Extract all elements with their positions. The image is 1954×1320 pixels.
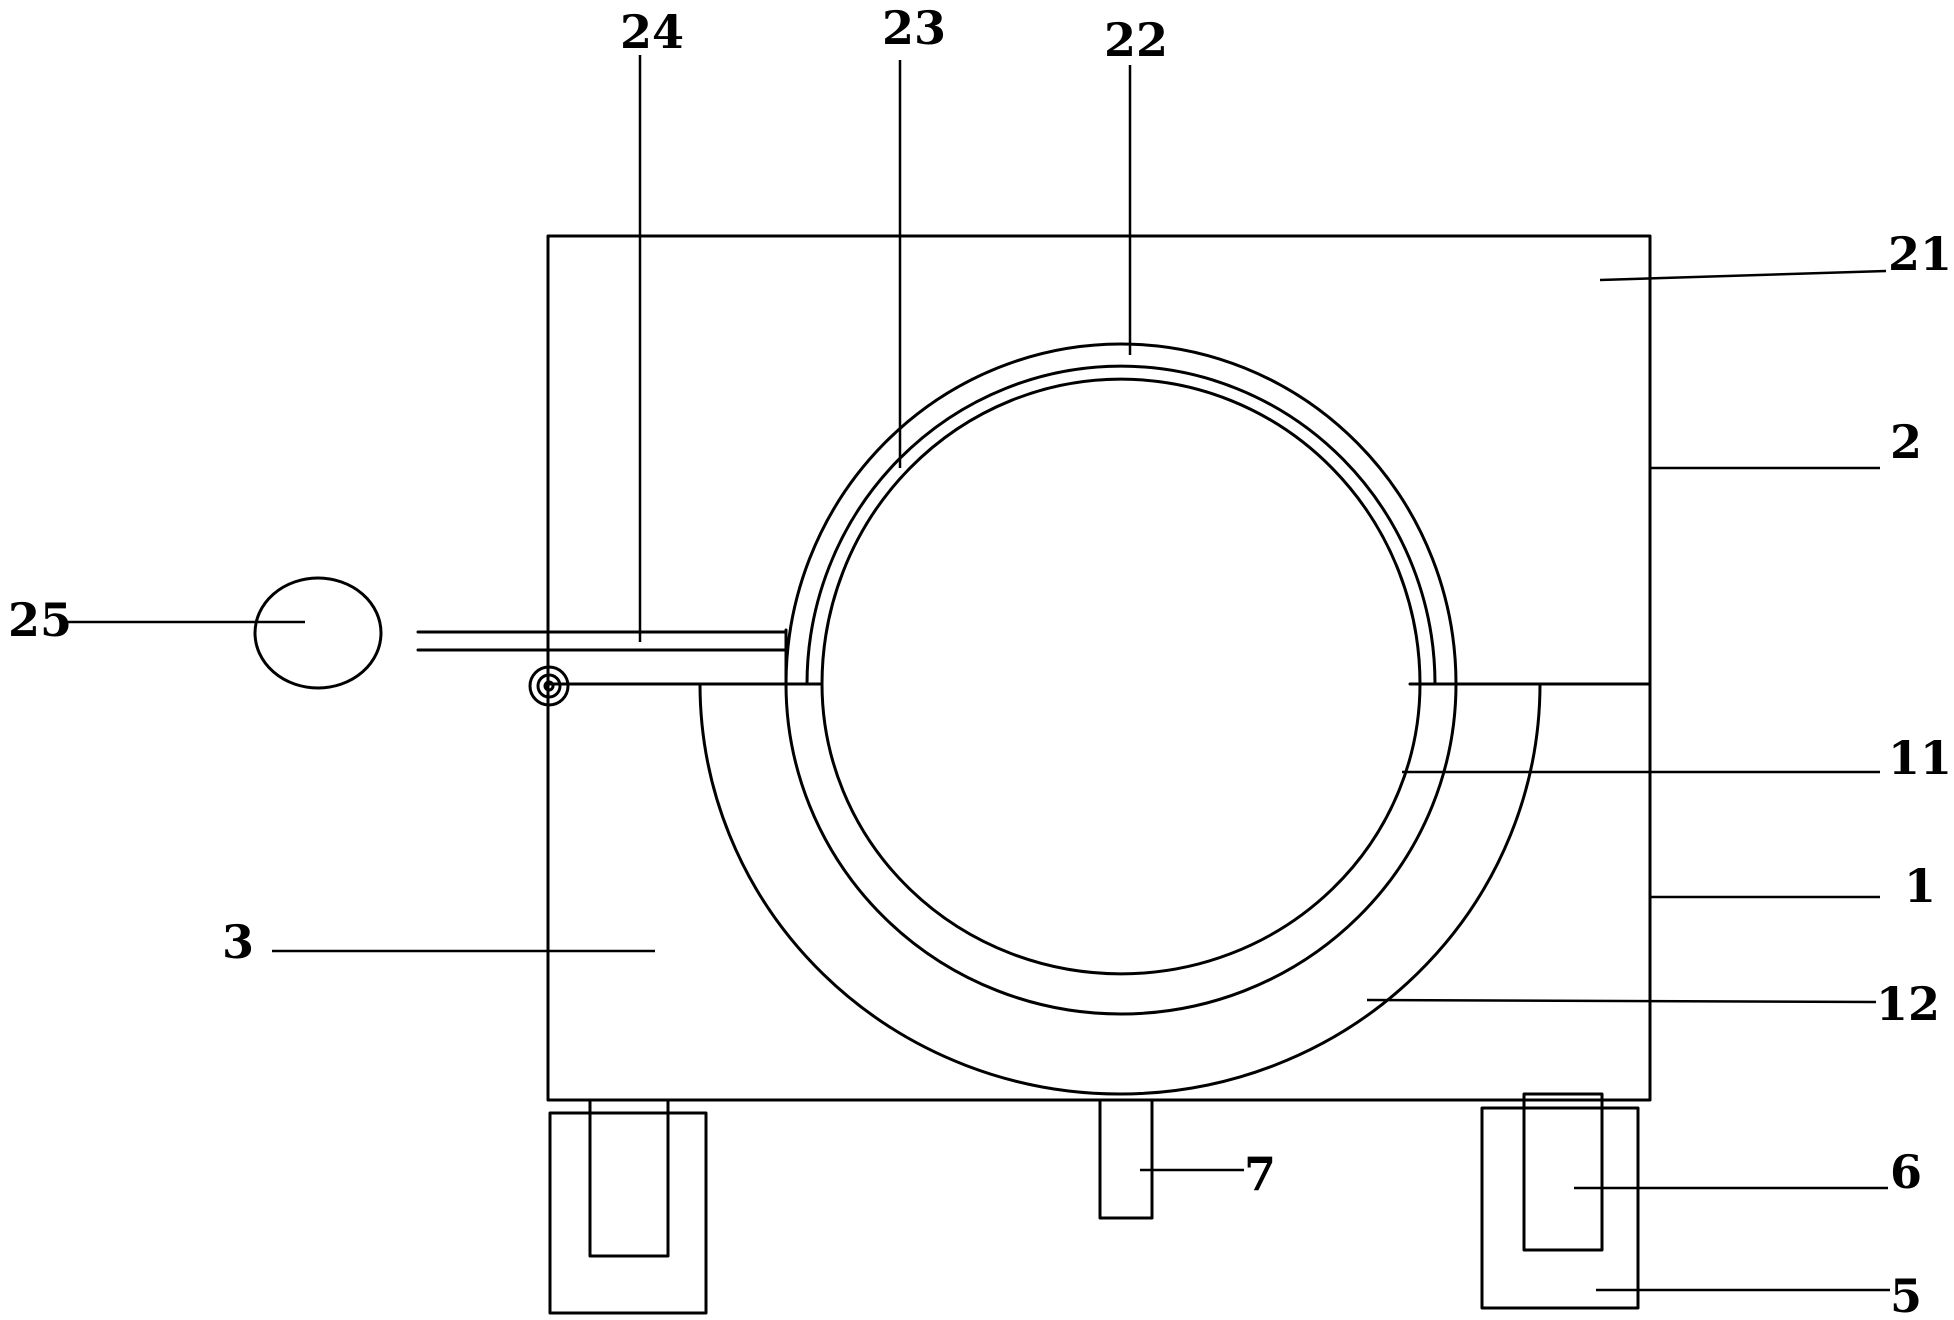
- label-11: 11: [1888, 731, 1952, 785]
- leader-21: [1599, 269, 1887, 282]
- left-foot-inner: [588, 1098, 670, 1258]
- label-21: 21: [1888, 227, 1952, 281]
- center-post: [1098, 1098, 1154, 1220]
- hinge-bolt-outer: [528, 665, 570, 707]
- upper-inner-ring-2: [820, 377, 1422, 686]
- label-23: 23: [882, 1, 946, 55]
- lower-ring-outer: [784, 682, 1458, 1016]
- label-12: 12: [1876, 977, 1940, 1031]
- leader-12: [1366, 998, 1877, 1004]
- left-foot-outer: [548, 1111, 708, 1315]
- right-foot-inner: [1522, 1092, 1604, 1252]
- lower-ring-inner: [820, 682, 1422, 976]
- handle-knob: [253, 576, 383, 690]
- label-5: 5: [1890, 1269, 1922, 1320]
- label-3: 3: [222, 915, 254, 969]
- label-2: 2: [1890, 415, 1922, 469]
- lower-outer-saddle: [698, 682, 1542, 1096]
- label-1: 1: [1904, 859, 1936, 913]
- label-7: 7: [1244, 1147, 1276, 1201]
- label-6: 6: [1890, 1145, 1922, 1199]
- upper-inner-ring-1: [805, 364, 1437, 686]
- hinge-bolt-inner: [543, 680, 555, 692]
- label-22: 22: [1104, 13, 1168, 67]
- right-foot-outer: [1480, 1106, 1640, 1310]
- label-25: 25: [8, 593, 72, 647]
- label-24: 24: [620, 5, 684, 59]
- upper-outer-ring: [784, 342, 1458, 686]
- hinge-bolt-mid: [536, 673, 562, 699]
